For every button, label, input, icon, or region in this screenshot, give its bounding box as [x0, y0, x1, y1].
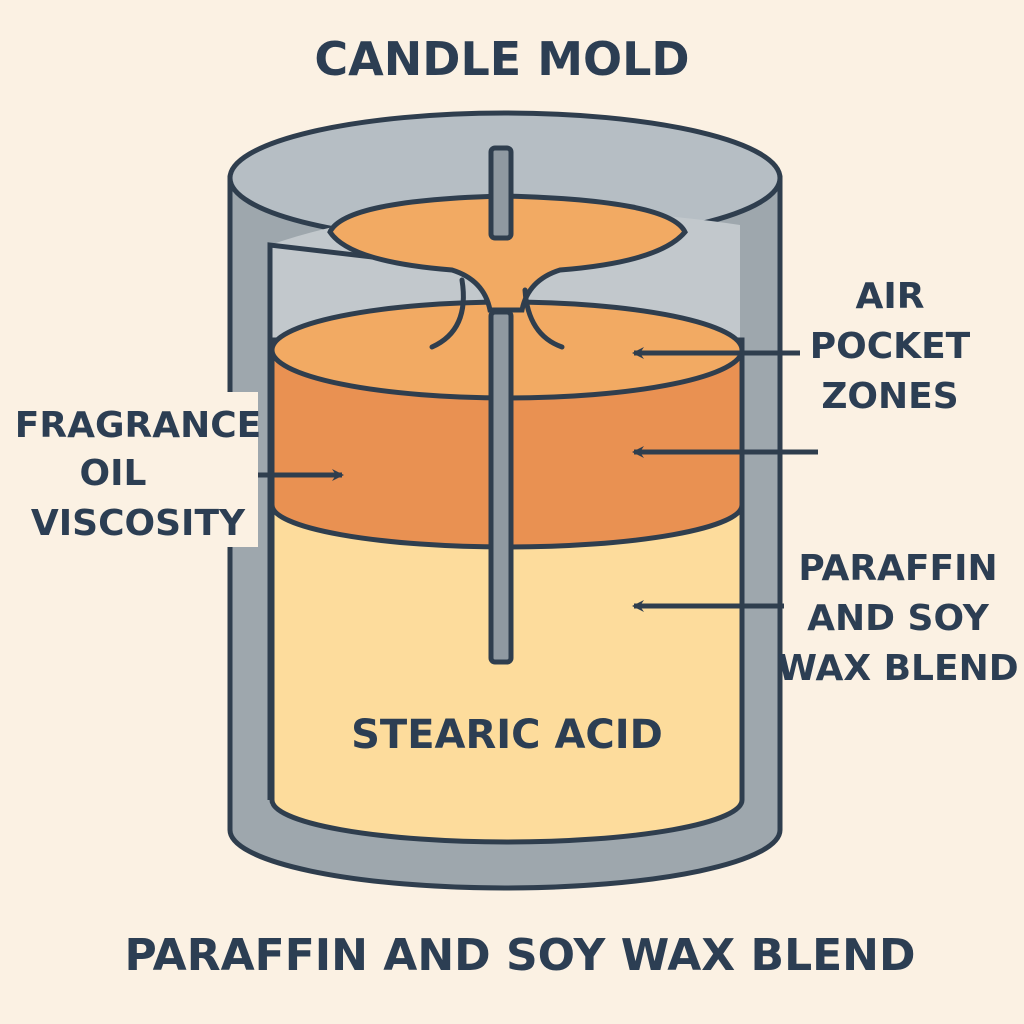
drip-curl-right — [522, 287, 565, 350]
air-pocket-label-line-2: POCKET — [810, 326, 971, 367]
fragrance-label-line-3: VISCOSITY — [31, 503, 246, 544]
wax-blend-side-label: PARAFFIN AND SOY WAX BLEND — [777, 548, 1018, 689]
air-pocket-label-line-3: ZONES — [821, 376, 958, 417]
wax-blend-label-line-1: PARAFFIN — [798, 548, 997, 589]
pour-funnel — [327, 193, 688, 313]
air-pocket-label-line-1: AIR — [856, 276, 925, 317]
wick-upper — [488, 145, 514, 241]
wax-blend-label-line-3: WAX BLEND — [777, 648, 1018, 689]
wax-blend-label-line-2: AND SOY — [807, 598, 990, 639]
fragrance-label-line-1: FRAGRANCE — [15, 405, 261, 446]
wick-lower — [488, 309, 514, 665]
fragrance-label: FRAGRANCE OIL VISCOSITY — [15, 392, 261, 547]
diagram-title: CANDLE MOLD — [314, 32, 689, 86]
fragrance-label-line-2: OIL — [80, 453, 147, 494]
drip-curl-left — [429, 277, 466, 350]
air-pocket-label: AIR POCKET ZONES — [810, 276, 971, 417]
base-wax-layer — [269, 502, 745, 845]
footer-caption: PARAFFIN AND SOY WAX BLEND — [124, 930, 915, 981]
stearic-acid-label: STEARIC ACID — [351, 712, 663, 758]
